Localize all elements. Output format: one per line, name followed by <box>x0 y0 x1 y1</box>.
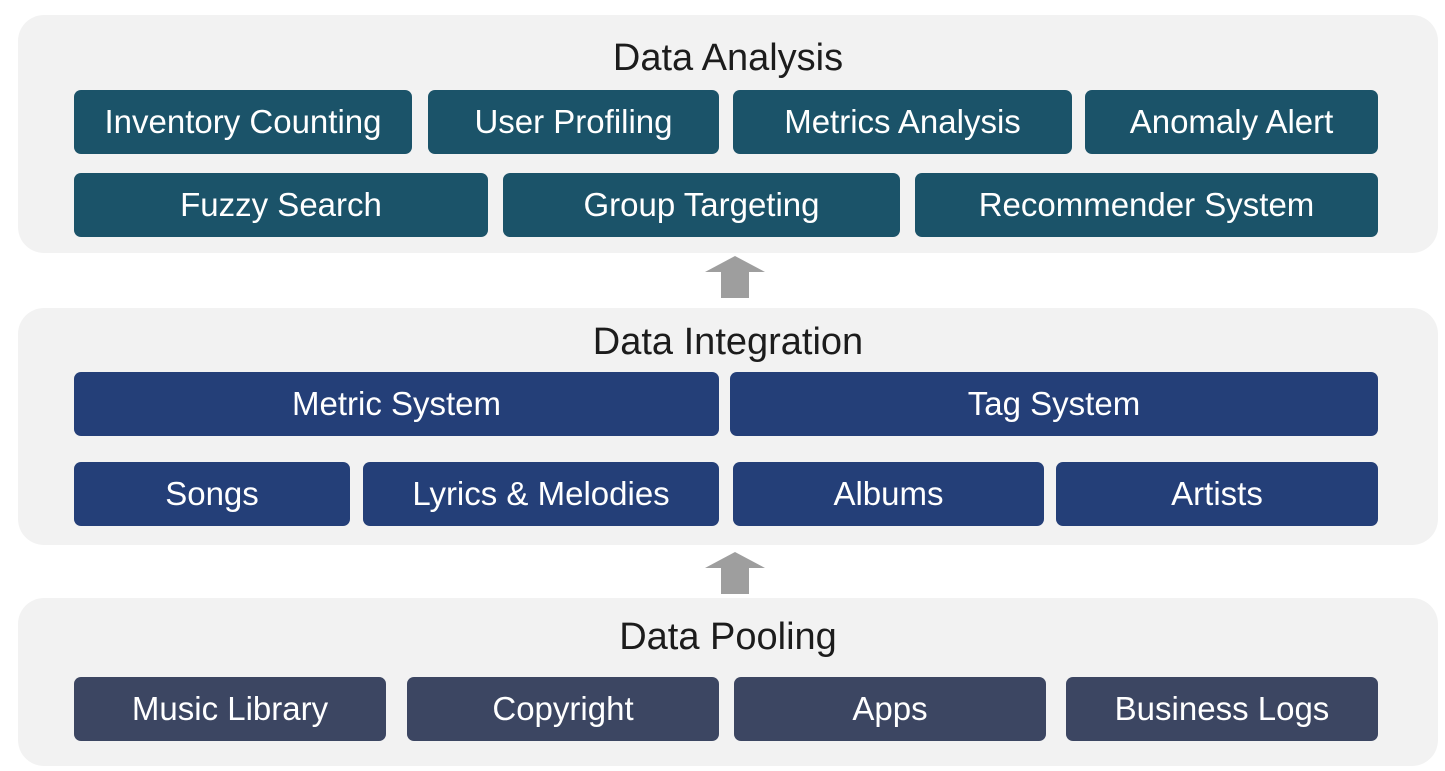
user-profiling-box: User Profiling <box>428 90 719 154</box>
up-arrow-icon <box>705 256 765 298</box>
fuzzy-search-box: Fuzzy Search <box>74 173 488 237</box>
inventory-counting-box: Inventory Counting <box>74 90 412 154</box>
lyrics-melodies-box: Lyrics & Melodies <box>363 462 719 526</box>
metric-system-box: Metric System <box>74 372 719 436</box>
albums-box: Albums <box>733 462 1044 526</box>
data-integration-layer: Data Integration Metric System Tag Syste… <box>18 308 1438 545</box>
music-library-box: Music Library <box>74 677 386 741</box>
data-pooling-title: Data Pooling <box>619 616 837 658</box>
data-pooling-layer: Data Pooling Music Library Copyright App… <box>18 598 1438 766</box>
data-analysis-title: Data Analysis <box>612 37 844 79</box>
anomaly-alert-box: Anomaly Alert <box>1085 90 1378 154</box>
tag-system-box: Tag System <box>730 372 1378 436</box>
artists-box: Artists <box>1056 462 1378 526</box>
data-integration-title: Data Integration <box>592 321 864 363</box>
copyright-box: Copyright <box>407 677 719 741</box>
data-analysis-layer: Data Analysis Inventory Counting User Pr… <box>18 15 1438 253</box>
group-targeting-box: Group Targeting <box>503 173 900 237</box>
recommender-system-box: Recommender System <box>915 173 1378 237</box>
apps-box: Apps <box>734 677 1046 741</box>
business-logs-box: Business Logs <box>1066 677 1378 741</box>
up-arrow-icon <box>705 552 765 594</box>
songs-box: Songs <box>74 462 350 526</box>
metrics-analysis-box: Metrics Analysis <box>733 90 1072 154</box>
